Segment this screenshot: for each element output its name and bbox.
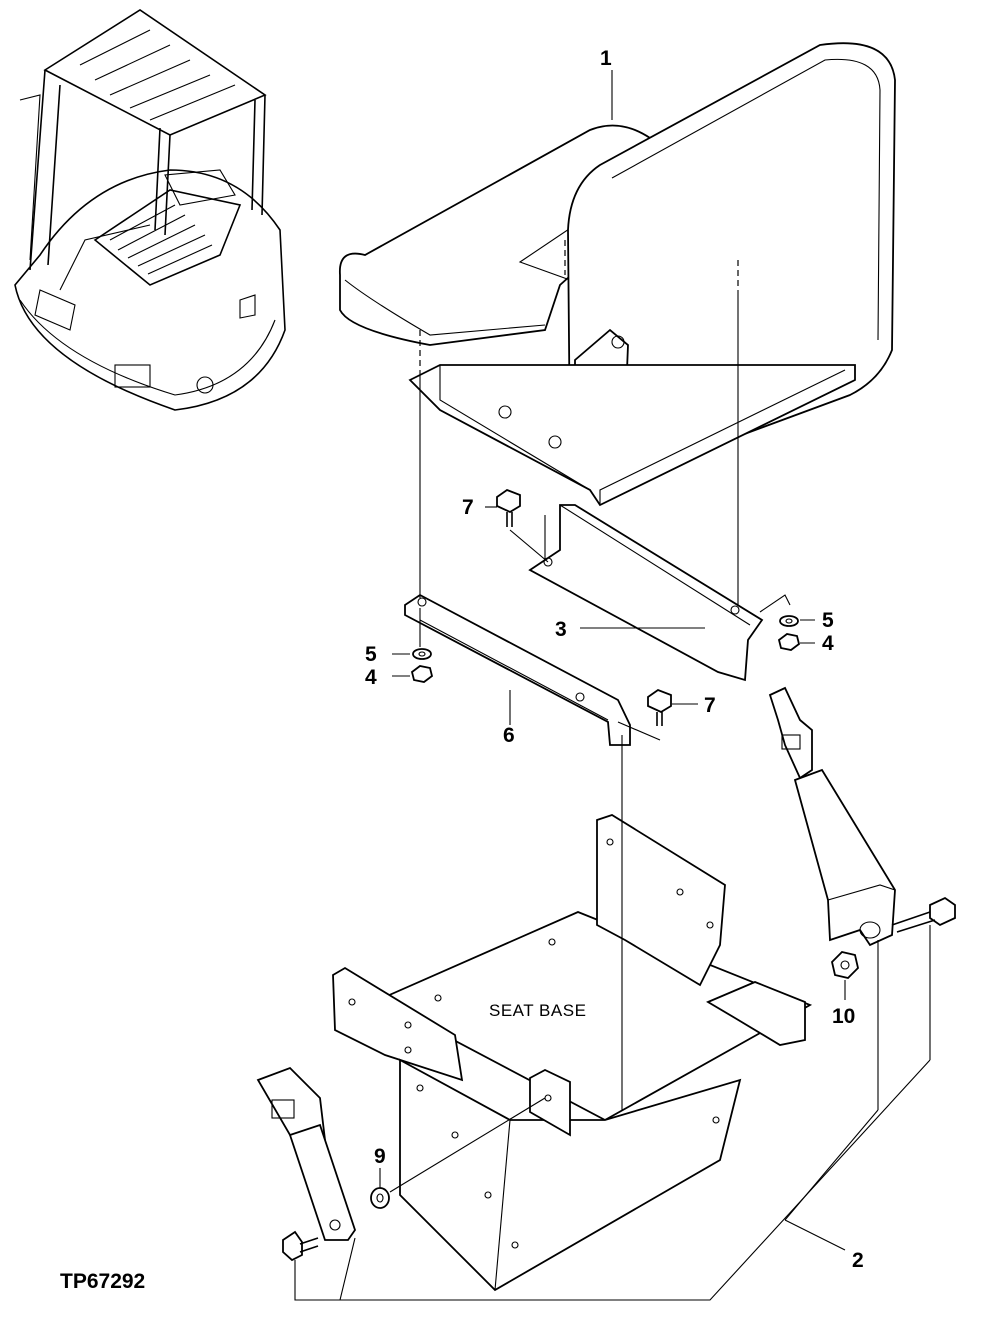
belt-bolt-right [891,896,956,933]
callout-nut-right: 4 [822,632,834,655]
alignment-lines [294,290,931,1301]
callout-washer-left: 5 [365,643,377,666]
bolt-lower [647,688,672,726]
callout-rail-right: 3 [555,618,567,641]
callout-nut-belt: 10 [832,1005,855,1028]
callout-seat-belt: 2 [852,1249,864,1272]
spacer [370,1187,390,1209]
seat-assembly [339,42,896,507]
belt-retractor-side [768,686,896,947]
figure-id: TP67292 [60,1270,145,1293]
nut-right [777,633,801,651]
callout-nut-left: 4 [365,666,377,689]
belt-nut-right [831,951,859,979]
seat-base [332,814,813,1292]
washer-right [779,615,799,627]
callout-rail-left: 6 [503,724,515,747]
callout-seat: 1 [600,47,612,70]
machine-overview [14,9,286,411]
callout-bolt-upper: 7 [462,496,474,519]
callout-washer-right: 5 [822,609,834,632]
leader-lines [379,70,846,1251]
bolt-upper [496,488,521,527]
belt-buckle-side [256,1066,356,1241]
rail-right [528,504,764,682]
washer-left [412,648,432,660]
rail-left [404,593,631,746]
nut-left [410,665,434,683]
belt-bolt-left [282,1230,319,1262]
callout-spacer: 9 [374,1145,386,1168]
callout-bolt-lower: 7 [704,694,716,717]
seat-base-label: SEAT BASE [489,1001,586,1020]
